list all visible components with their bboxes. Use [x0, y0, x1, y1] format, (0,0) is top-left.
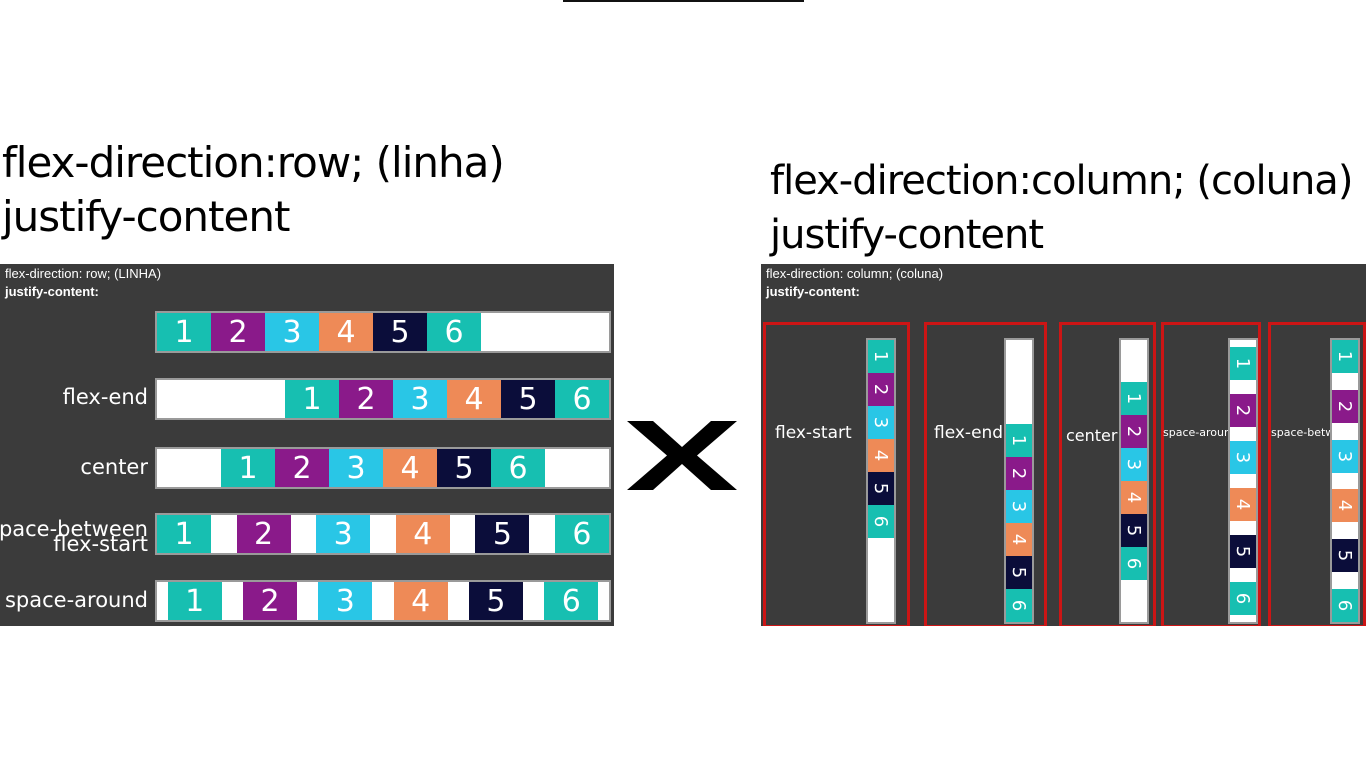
column-box-flex-start: [763, 322, 910, 626]
column-label-flex-start: flex-start: [775, 423, 852, 443]
right-title-line2: justify-content: [770, 212, 1044, 258]
row-flex-end-item-3: 3: [393, 380, 447, 418]
row-label-space-around: space-around: [4, 588, 148, 612]
column-center-item-3: 3: [1121, 448, 1147, 481]
row-flex-start-item-5: 5: [373, 313, 427, 351]
column-space-around-item-4: 4: [1230, 488, 1256, 521]
column-flex-start-item-1: 1: [868, 340, 894, 373]
column-bar-space-around: 1 2 3 4 5 6: [1228, 338, 1258, 624]
column-label-center: center: [1066, 426, 1118, 445]
left-title-line1: flex-direction:row; (linha): [2, 138, 505, 187]
left-title-line2: justify-content: [2, 192, 290, 241]
row-label-flex-end: flex-end: [62, 385, 148, 409]
column-space-around-item-5: 5: [1230, 535, 1256, 568]
row-space-around-item-2: 2: [242, 582, 297, 620]
column-direction-panel: flex-direction: column; (coluna) justify…: [761, 264, 1366, 626]
row-flex-start-item-1: 1: [157, 313, 211, 351]
row-space-around-item-6: 6: [544, 582, 599, 620]
column-flex-start-item-4: 4: [868, 439, 894, 472]
row-label-space-between: space-between: [0, 517, 148, 541]
row-space-between-item-6: 6: [554, 515, 609, 553]
column-space-between-item-6: 6: [1332, 588, 1358, 622]
column-space-between-item-1: 1: [1332, 340, 1358, 373]
column-center-item-2: 2: [1121, 415, 1147, 448]
row-space-between-item-5: 5: [475, 515, 530, 553]
row-flex-start-item-4: 4: [319, 313, 373, 351]
row-space-around-item-4: 4: [393, 582, 448, 620]
column-flex-end-item-2: 2: [1006, 457, 1032, 490]
column-space-around-item-6: 6: [1230, 582, 1256, 615]
column-center-item-4: 4: [1121, 481, 1147, 514]
column-bar-space-between: 1 2 3 4 5 6: [1330, 338, 1360, 624]
row-center-item-3: 3: [329, 449, 383, 487]
column-space-between-item-2: 2: [1332, 389, 1358, 423]
row-center-item-5: 5: [437, 449, 491, 487]
row-center-item-4: 4: [383, 449, 437, 487]
column-flex-end-item-3: 3: [1006, 490, 1032, 523]
column-flex-end-item-4: 4: [1006, 523, 1032, 556]
row-space-around-item-3: 3: [318, 582, 373, 620]
row-panel-subheader: justify-content:: [5, 284, 99, 299]
column-flex-start-item-6: 6: [868, 505, 894, 538]
row-center-item-6: 6: [491, 449, 545, 487]
row-flex-end-item-4: 4: [447, 380, 501, 418]
row-direction-panel: flex-direction: row; (LINHA) justify-con…: [0, 264, 614, 626]
column-panel-header: flex-direction: column; (coluna): [766, 266, 944, 281]
column-box-space-around: [1161, 322, 1261, 626]
row-flex-start-item-6: 6: [427, 313, 481, 351]
right-title: flex-direction:column; (coluna) justify-…: [770, 154, 1353, 262]
left-title: flex-direction:row; (linha) justify-cont…: [2, 136, 505, 244]
row-space-around-item-5: 5: [468, 582, 523, 620]
row-flex-start-item-3: 3: [265, 313, 319, 351]
column-space-between-item-4: 4: [1332, 489, 1358, 523]
column-flex-end-item-1: 1: [1006, 424, 1032, 457]
row-flex-end-item-5: 5: [501, 380, 555, 418]
column-panel-subheader: justify-content:: [766, 284, 860, 299]
column-flex-end-item-5: 5: [1006, 556, 1032, 589]
row-center-item-1: 1: [221, 449, 275, 487]
row-flex-start-item-2: 2: [211, 313, 265, 351]
row-label-center: center: [80, 455, 148, 479]
column-box-center: [1059, 322, 1156, 626]
column-space-between-item-3: 3: [1332, 439, 1358, 473]
column-flex-start-item-3: 3: [868, 406, 894, 439]
top-bar-line: [563, 0, 804, 2]
row-space-between-item-4: 4: [395, 515, 450, 553]
row-label-flex-start: flex-start: [53, 532, 148, 556]
row-space-between-item-3: 3: [316, 515, 371, 553]
column-space-around-item-2: 2: [1230, 394, 1256, 427]
column-flex-start-item-5: 5: [868, 472, 894, 505]
row-center-item-2: 2: [275, 449, 329, 487]
column-label-flex-end: flex-end: [934, 423, 1004, 443]
column-space-between-item-5: 5: [1332, 539, 1358, 573]
column-flex-start-item-2: 2: [868, 373, 894, 406]
column-flex-end-item-6: 6: [1006, 589, 1032, 622]
row-flex-end-item-2: 2: [339, 380, 393, 418]
column-box-space-between: [1268, 322, 1366, 626]
column-box-flex-end: [924, 322, 1047, 626]
column-space-around-item-1: 1: [1230, 347, 1256, 380]
x-cross-icon: [627, 421, 737, 490]
row-space-between-item-1: 1: [157, 515, 211, 553]
column-center-item-1: 1: [1121, 382, 1147, 415]
row-flex-end-item-6: 6: [555, 380, 609, 418]
column-label-space-around: space-around: [1163, 426, 1238, 439]
row-flex-end-item-1: 1: [285, 380, 339, 418]
right-title-line1: flex-direction:column; (coluna): [770, 158, 1353, 204]
column-space-around-item-3: 3: [1230, 441, 1256, 474]
row-space-between-item-2: 2: [236, 515, 291, 553]
row-space-around-item-1: 1: [167, 582, 222, 620]
column-center-item-6: 6: [1121, 547, 1147, 580]
row-panel-header: flex-direction: row; (LINHA): [5, 266, 162, 281]
column-center-item-5: 5: [1121, 514, 1147, 547]
